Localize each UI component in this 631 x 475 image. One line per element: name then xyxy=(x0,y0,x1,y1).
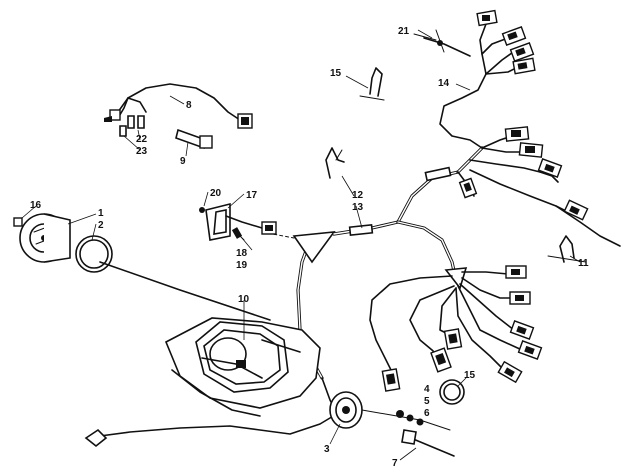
harness-junction xyxy=(292,231,336,264)
callout-12: 12 xyxy=(352,190,364,201)
sub-harness-8 xyxy=(104,83,253,137)
callout-18: 18 xyxy=(236,248,248,259)
callout-13: 13 xyxy=(352,202,364,213)
callout-5: 5 xyxy=(424,396,430,407)
hook-11 xyxy=(547,235,587,263)
gauge-assembly xyxy=(13,213,271,321)
callout-7: 7 xyxy=(392,458,398,469)
hook-12 xyxy=(325,147,345,179)
callout-6: 6 xyxy=(424,408,430,419)
callout-4: 4 xyxy=(424,384,430,395)
switch-assembly xyxy=(329,391,455,457)
callout-9: 9 xyxy=(180,156,186,167)
callout-23: 23 xyxy=(136,146,148,157)
hook-15-upper xyxy=(359,67,385,101)
callout-16: 16 xyxy=(30,200,42,211)
callout-20: 20 xyxy=(210,188,222,199)
callout-22: 22 xyxy=(136,134,148,145)
part-9 xyxy=(175,128,213,150)
callouts: 1 2 3 4 5 6 7 8 9 10 11 12 13 14 15 15 1… xyxy=(30,26,589,469)
callout-8: 8 xyxy=(186,100,192,111)
callout-1: 1 xyxy=(98,208,104,219)
callout-15-upper: 15 xyxy=(330,68,342,79)
upper-branch xyxy=(413,9,621,247)
callout-19: 19 xyxy=(236,260,248,271)
callout-17: 17 xyxy=(246,190,258,201)
dash-panel xyxy=(164,317,321,417)
main-harness xyxy=(261,166,460,413)
leader-lines xyxy=(21,29,581,461)
callout-15-lower: 15 xyxy=(464,370,476,381)
callout-14: 14 xyxy=(438,78,450,89)
bracket-17 xyxy=(199,202,277,241)
lower-right-branch xyxy=(369,265,543,392)
callout-21: 21 xyxy=(398,26,410,37)
callout-2: 2 xyxy=(98,220,104,231)
bottom-left-lead xyxy=(84,411,341,448)
callout-11: 11 xyxy=(578,258,589,269)
callout-10: 10 xyxy=(238,294,250,305)
callout-3: 3 xyxy=(324,444,330,455)
